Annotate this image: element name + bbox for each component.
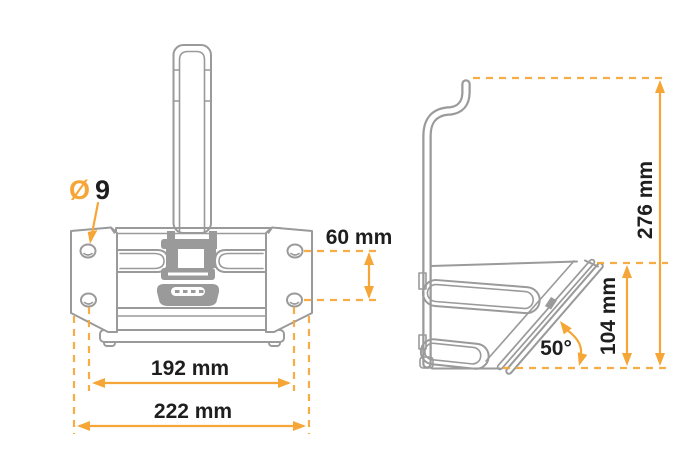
dimension-192mm: 192 mm [87,307,296,391]
arrowhead [655,80,665,93]
arrowhead [87,230,98,244]
pole-clamp [156,231,220,306]
mounting-plate-right [265,226,313,333]
arrowhead [622,265,632,278]
arrowhead [278,378,291,388]
arrowhead [92,378,105,388]
arrowhead [577,352,588,366]
arrowhead [364,286,374,299]
arrowhead [560,321,572,335]
arrowhead [364,252,374,265]
dim-label-diameter-symbol: Ø [69,175,90,205]
mounting-plate-left [70,226,118,333]
front-view-drawing [70,44,313,347]
dimension-222mm: 222 mm [72,316,311,434]
shelf-top-edge [430,260,578,267]
arrowhead [293,421,306,431]
bottom-rail [99,329,285,343]
dim-label-104mm: 104 mm [597,277,620,355]
dimension-104mm: 104 mm [597,261,668,366]
dimension-276mm: 276 mm [473,76,668,370]
arrowhead [77,421,90,431]
arrowhead [655,353,665,366]
post-front [172,44,212,234]
mounting-holes [79,243,304,308]
dim-label-222mm: 222 mm [154,400,232,423]
dim-label-276mm: 276 mm [634,161,657,239]
dim-label-60mm: 60 mm [326,226,393,249]
dimension-60mm: 60 mm [304,226,393,302]
side-view-drawing [418,79,604,375]
dim-label-diameter-value: 9 [95,175,110,205]
post-side-hook [419,79,471,369]
angled-tray-plate [431,258,604,375]
slot-bar-left [116,249,169,273]
tray-notch [545,297,557,310]
dim-label-192mm: 192 mm [151,357,229,380]
dimension-angle-50deg: 50° [540,321,588,366]
arm-upper [421,279,541,315]
slot-bar-right [214,249,267,273]
arm-mount-upper [418,272,427,290]
arrowhead [622,353,632,366]
dimension-hole-diameter: Ø 9 [69,175,110,244]
dim-label-50deg: 50° [540,337,572,360]
